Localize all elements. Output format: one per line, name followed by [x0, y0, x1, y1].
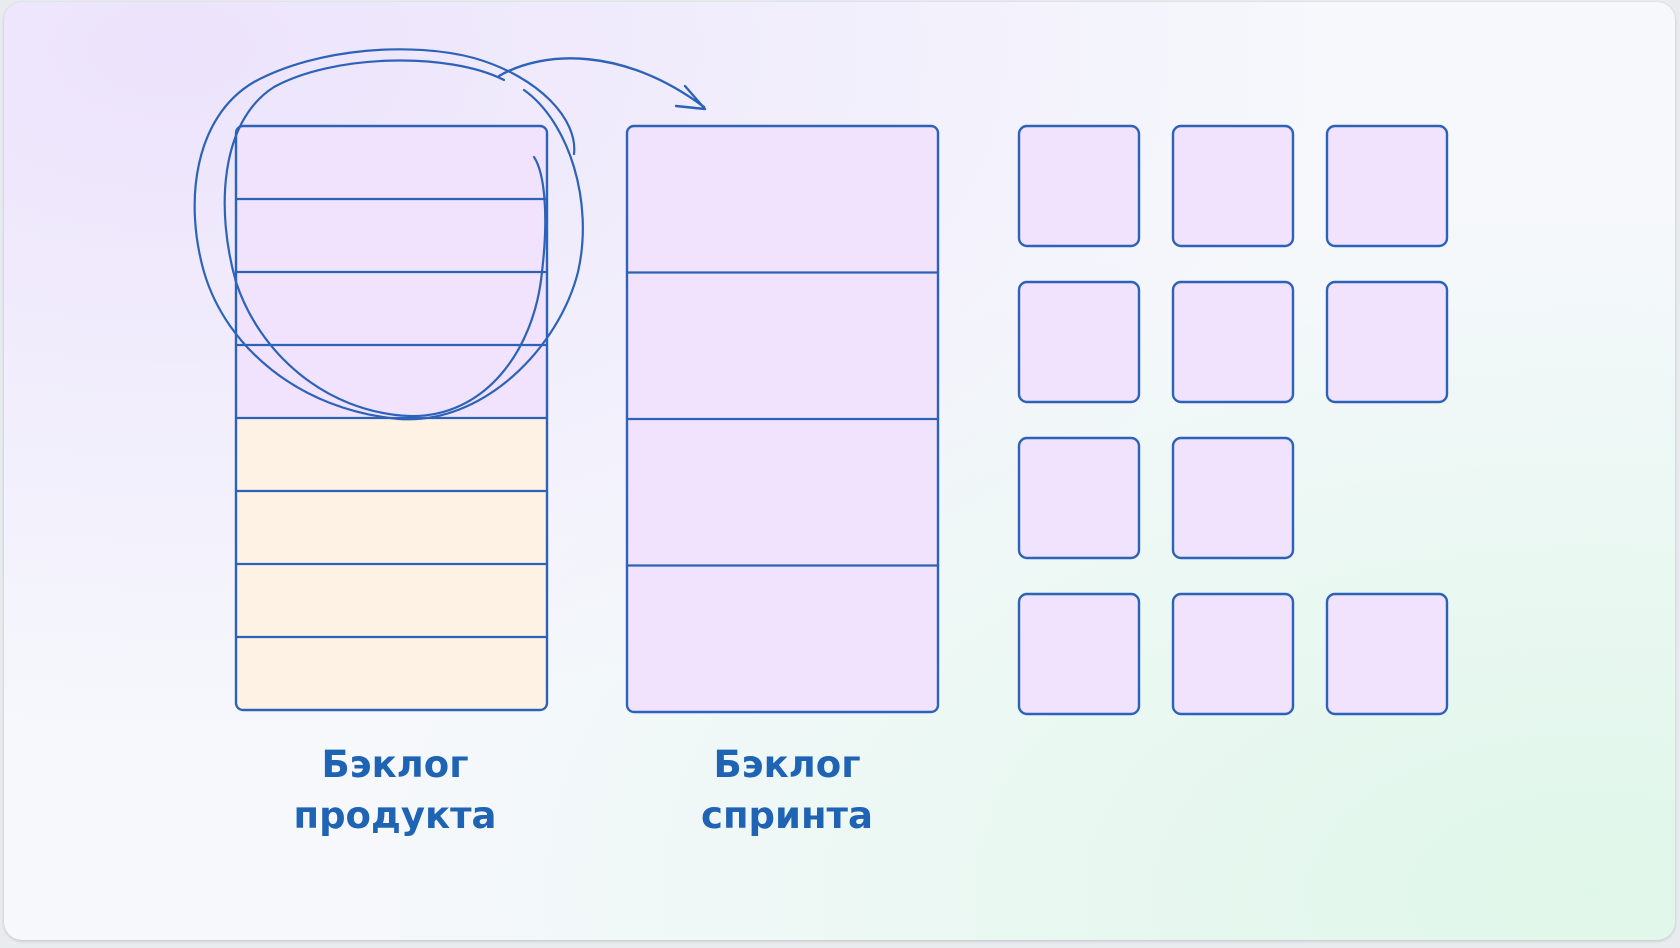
product-backlog-label-line1: Бэклог [321, 743, 469, 786]
sprint-backlog-label-line1: Бэклог [713, 743, 861, 786]
task-card [1171, 436, 1295, 560]
product-backlog-label-line2: продукта [293, 794, 497, 837]
tasks-grid [1017, 124, 1449, 716]
task-card [1017, 436, 1141, 560]
product-backlog-item [236, 418, 547, 491]
backlog-diagram [193, 48, 1449, 716]
selection-loop-inner [223, 59, 547, 418]
task-card [1325, 124, 1449, 248]
product-backlog-item-selected [236, 272, 547, 345]
sprint-backlog-stack [625, 124, 940, 714]
task-card [1171, 124, 1295, 248]
product-backlog-item-selected [236, 199, 547, 272]
product-backlog-outline [234, 124, 549, 712]
task-card [1171, 592, 1295, 716]
task-card [1171, 280, 1295, 404]
product-backlog-item [236, 564, 547, 637]
sprint-backlog-label-line2: спринта [701, 794, 873, 837]
product-backlog-item [236, 491, 547, 564]
transfer-arrow [497, 57, 706, 109]
selection-loop-outer [193, 48, 584, 421]
product-backlog-item-selected [236, 345, 547, 418]
slide-card: Бэклог продукта Бэклог спринта [4, 2, 1675, 940]
task-card [1017, 592, 1141, 716]
task-card [1017, 124, 1141, 248]
product-backlog-label: Бэклог продукта [235, 739, 555, 841]
product-backlog-item [236, 637, 547, 710]
product-backlog-item-selected [236, 126, 547, 199]
task-card [1017, 280, 1141, 404]
transfer-arrow-head [674, 84, 707, 111]
product-backlog-stack [234, 124, 549, 712]
task-card [1325, 280, 1449, 404]
task-card [1325, 592, 1449, 716]
sprint-backlog-label: Бэклог спринта [627, 739, 947, 841]
